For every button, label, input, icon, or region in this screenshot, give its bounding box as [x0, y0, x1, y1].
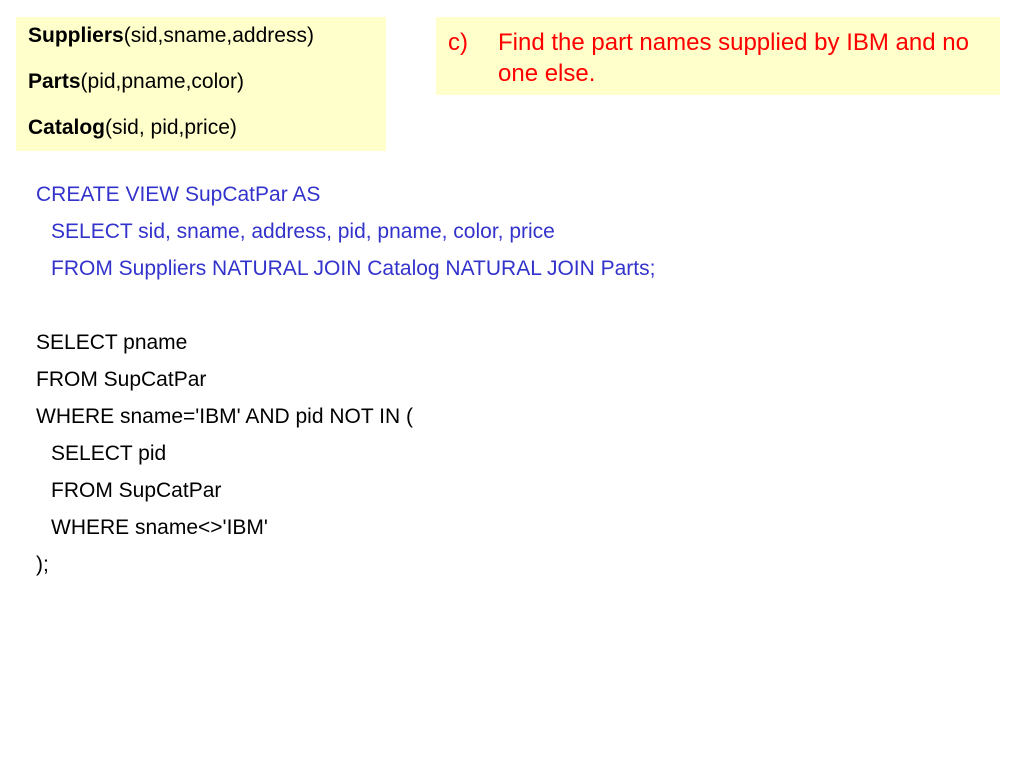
schema-box: Suppliers(sid,sname,address) Parts(pid,p…: [16, 17, 386, 151]
query-sql-line-1: SELECT pname: [36, 331, 188, 354]
query-sql-line-2: FROM SupCatPar: [36, 368, 207, 391]
schema-suppliers: Suppliers(sid,sname,address): [28, 24, 386, 48]
query-sql-line-6: WHERE sname<>'IBM': [51, 516, 268, 539]
view-sql-line-1: CREATE VIEW SupCatPar AS: [36, 183, 321, 206]
query-sql-line-3: WHERE sname='IBM' AND pid NOT IN (: [36, 405, 413, 428]
query-sql-line-4: SELECT pid: [51, 442, 167, 465]
question-text: Find the part names supplied by IBM and …: [498, 29, 969, 87]
question-box: c) Find the part names supplied by IBM a…: [436, 17, 1000, 95]
view-sql-line-3: FROM Suppliers NATURAL JOIN Catalog NATU…: [51, 257, 656, 280]
sql-code-block: CREATE VIEW SupCatPar AS SELECT sid, sna…: [36, 176, 655, 583]
schema-catalog: Catalog(sid, pid,price): [28, 116, 386, 140]
parts-relation-name: Parts: [28, 70, 81, 93]
query-sql-line-5: FROM SupCatPar: [51, 479, 222, 502]
question-marker: c): [448, 29, 468, 56]
view-sql-line-2: SELECT sid, sname, address, pid, pname, …: [51, 220, 555, 243]
query-sql-line-7: );: [36, 553, 49, 576]
schema-parts: Parts(pid,pname,color): [28, 70, 386, 94]
catalog-relation-name: Catalog: [28, 116, 106, 139]
suppliers-attributes: (sid,sname,address): [123, 24, 314, 47]
blank-line: [36, 287, 655, 324]
catalog-attributes: (sid, pid,price): [105, 116, 237, 139]
parts-attributes: (pid,pname,color): [80, 70, 244, 93]
suppliers-relation-name: Suppliers: [28, 24, 124, 47]
